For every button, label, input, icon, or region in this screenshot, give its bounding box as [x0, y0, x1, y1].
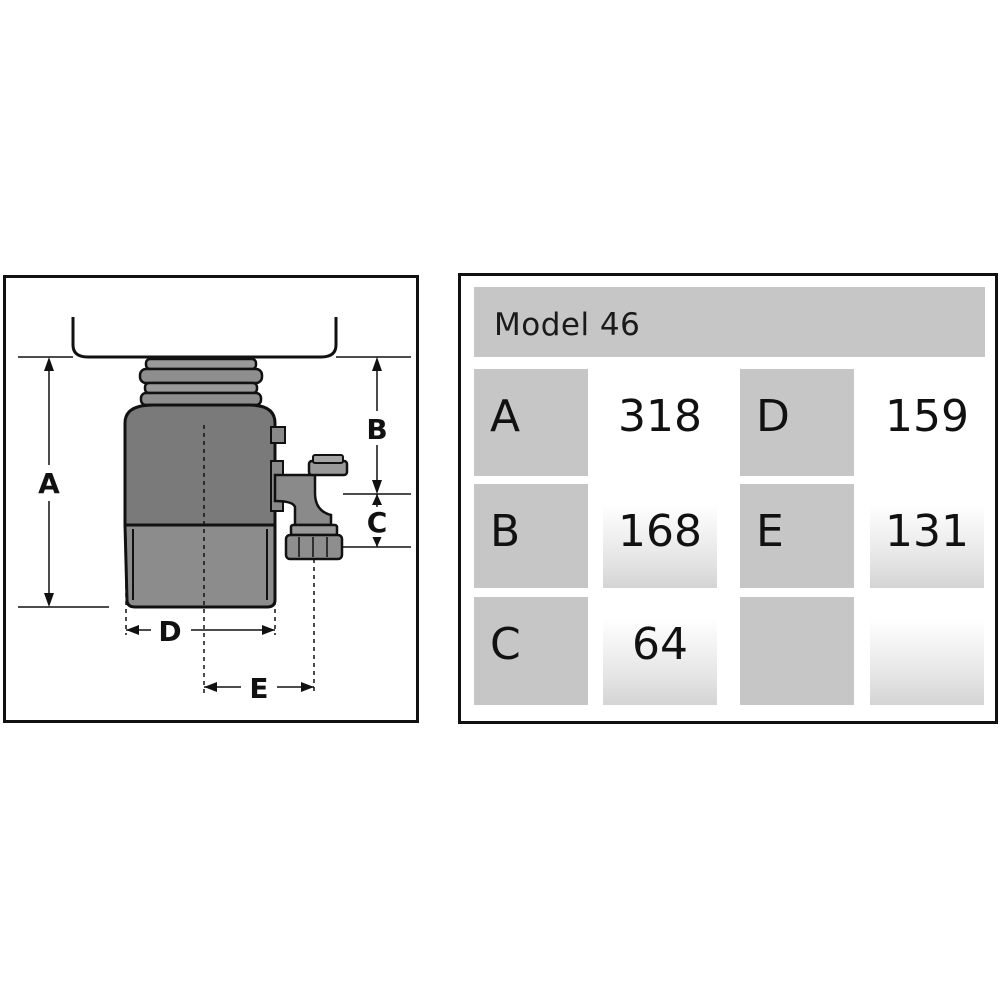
mounting-flange [144, 357, 258, 371]
dimension-d-label: D [158, 615, 181, 648]
value-cell-c: 64 [603, 597, 717, 705]
model-title: Model 46 [494, 307, 641, 343]
key-cell-b: B [474, 484, 588, 588]
key-cell-c: C [474, 597, 588, 705]
key-cell-a: A [474, 369, 588, 476]
dimension-diagram-panel: A B C D E [3, 275, 419, 723]
outlet-nut [284, 533, 344, 561]
dimension-e-label: E [249, 672, 268, 705]
discharge-elbow [273, 473, 333, 527]
key-cell-empty [740, 597, 854, 705]
dimension-a-label: A [38, 467, 60, 500]
value-cell-a: 318 [603, 369, 717, 476]
dimension-c-label: C [367, 506, 388, 539]
value-cell-d: 159 [870, 369, 984, 476]
dimension-b-label: B [366, 413, 387, 446]
motor-housing [123, 403, 277, 527]
key-cell-d: D [740, 369, 854, 476]
lower-body [123, 523, 277, 609]
disposer-drawing: A B C D E [18, 317, 411, 705]
model-title-bar: Model 46 [474, 287, 985, 357]
value-cell-e: 131 [870, 484, 984, 588]
sink-bowl [71, 317, 338, 359]
value-cell-b: 168 [603, 484, 717, 588]
value-cell-empty [870, 597, 984, 705]
key-cell-e: E [740, 484, 854, 588]
